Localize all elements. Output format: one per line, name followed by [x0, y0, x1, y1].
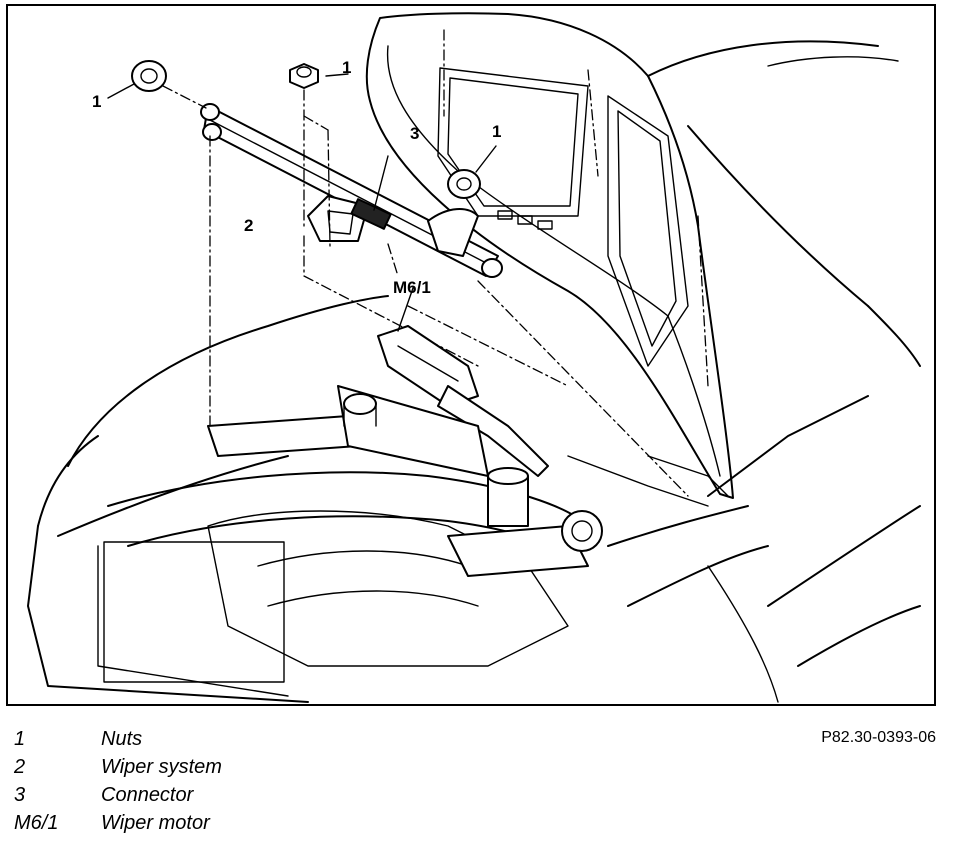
- callout-nut-left: 1: [92, 92, 102, 111]
- callout-nut-right: 1: [492, 122, 502, 141]
- legend-key: M6/1: [14, 812, 59, 834]
- nut-top: [289, 63, 349, 247]
- hood: [365, 12, 734, 499]
- assembly-lines: [209, 135, 689, 497]
- legend-key: 1: [14, 728, 26, 750]
- engine-bay: [27, 295, 779, 703]
- legend-key: 2: [14, 756, 26, 778]
- figure-reference-code: P82.30-0393-06: [821, 729, 936, 746]
- callout-nut-top: 1: [342, 58, 352, 77]
- legend-text: Connector: [101, 784, 194, 806]
- callout-wiper-system: 2: [244, 216, 254, 235]
- connector: [350, 155, 392, 230]
- wiper-system: [200, 103, 503, 278]
- callout-wiper-motor: M6/1: [393, 278, 431, 297]
- callout-connector: 3: [410, 124, 420, 143]
- legend-text: Wiper motor: [101, 812, 210, 834]
- legend-text: Nuts: [101, 728, 143, 750]
- engine-bay-illustration: [27, 12, 921, 703]
- wiper-motor: [377, 287, 549, 477]
- nut-right: [447, 145, 497, 199]
- legend-key: 3: [14, 784, 26, 806]
- windscreen: [647, 40, 921, 667]
- legend-text: Wiper system: [101, 756, 222, 778]
- nut-left: [107, 60, 207, 109]
- diagram-frame: 1 1 1 2 3 M6/1: [6, 4, 936, 706]
